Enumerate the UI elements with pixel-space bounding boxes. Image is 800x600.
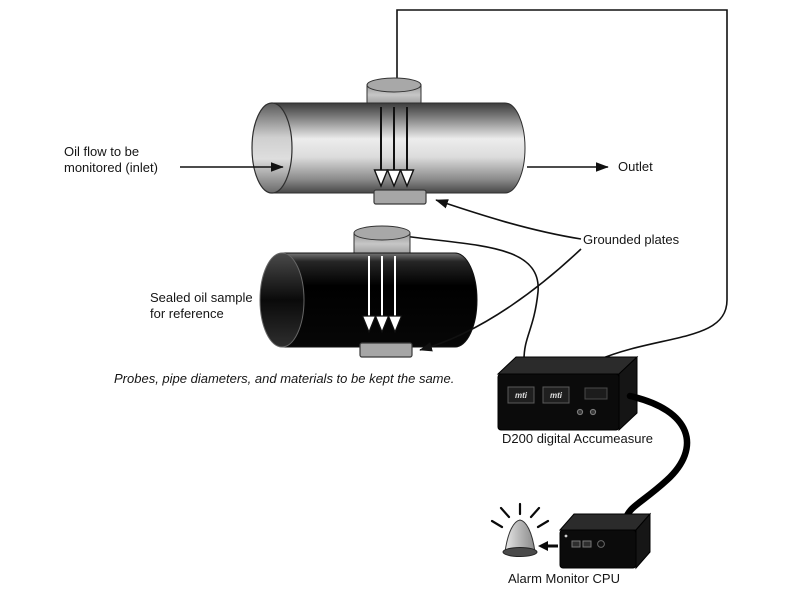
outlet-label: Outlet — [618, 159, 653, 174]
note-label: Probes, pipe diameters, and materials to… — [114, 371, 455, 386]
data-cable — [622, 392, 691, 522]
usb-port — [582, 540, 592, 548]
device-brand-right: mti — [550, 391, 563, 400]
grounded-plates-label: Grounded plates — [583, 232, 680, 247]
field-arrows-reference — [361, 256, 403, 334]
sealed-sample-label: Sealed oil sample for reference — [150, 290, 253, 322]
field-arrows-top — [373, 107, 415, 188]
capacitance-probe-reference — [353, 225, 411, 258]
alarm-siren-icon — [490, 502, 550, 557]
round-port — [597, 540, 605, 548]
grounded-plates-pointer-reference — [419, 248, 582, 352]
monitored-pipe — [251, 102, 526, 194]
probe-signal-wire-reference — [403, 235, 539, 361]
device-display-right — [542, 386, 570, 404]
grounded-plates-pointer-top — [435, 199, 582, 240]
grounded-plate-reference — [359, 342, 413, 358]
alarm-cpu-box — [558, 512, 652, 570]
power-led — [564, 534, 568, 538]
d200-caption: D200 digital Accumeasure — [502, 431, 654, 446]
device-display-left — [507, 386, 535, 404]
d200-accumeasure-device: mti mti — [496, 355, 639, 432]
grounded-plate-top — [373, 189, 427, 205]
device-knob — [589, 408, 597, 416]
probe-signal-wire-top — [396, 9, 728, 361]
inlet-label: Oil flow to be monitored (inlet) — [64, 144, 158, 176]
capacitance-probe-top — [366, 77, 422, 108]
device-brand-left: mti — [515, 391, 528, 400]
device-connector — [584, 387, 608, 400]
usb-port — [571, 540, 581, 548]
siren-pointer-arrow — [538, 541, 558, 551]
device-knob — [576, 408, 584, 416]
alarm-cpu-caption: Alarm Monitor CPU — [508, 571, 620, 586]
